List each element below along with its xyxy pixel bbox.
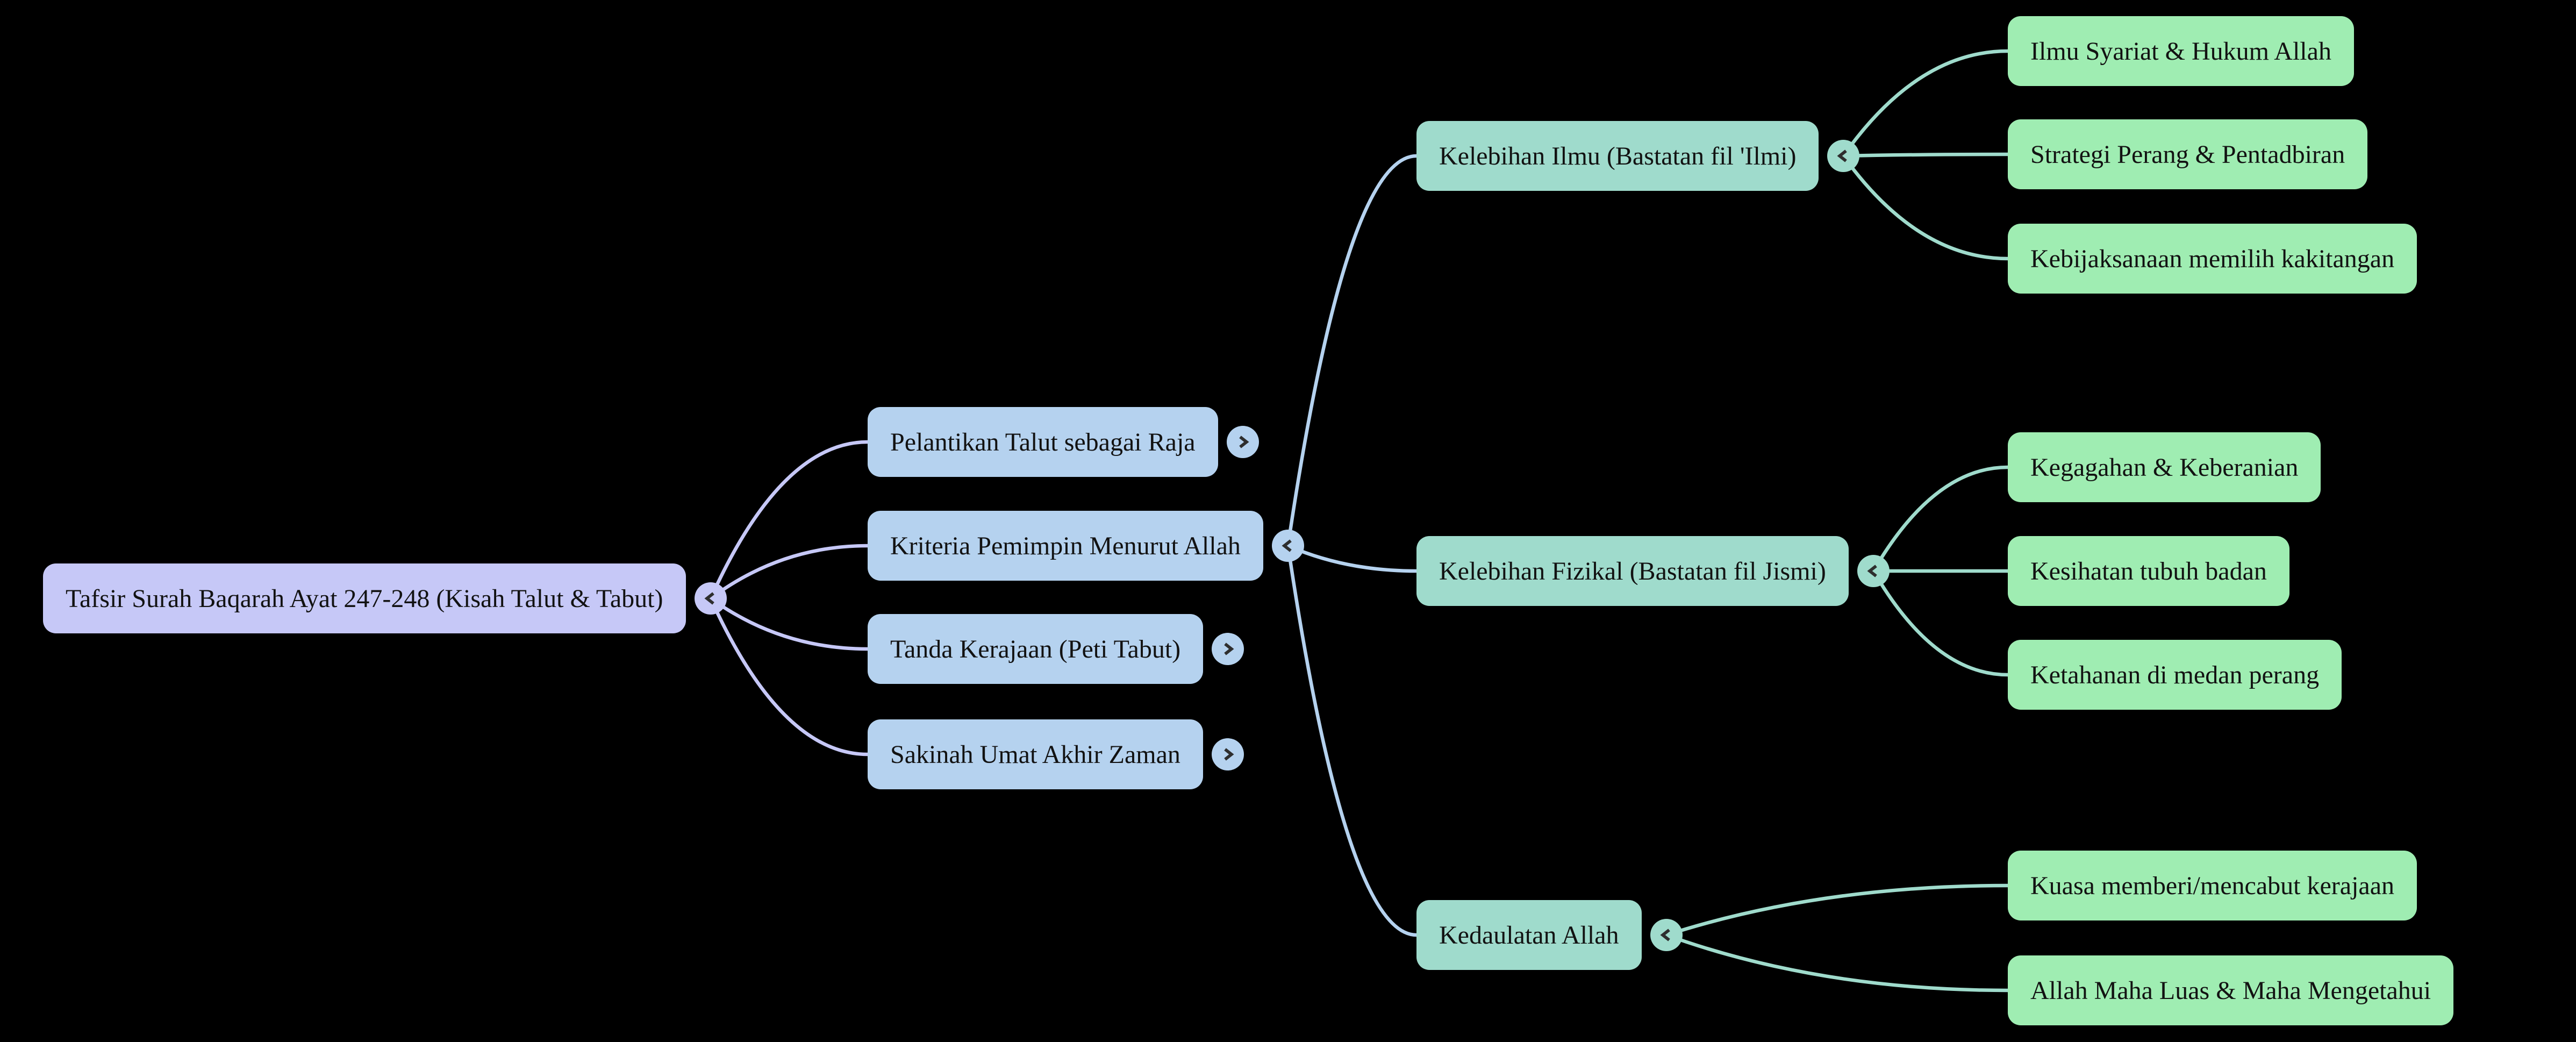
collapse-toggle-button[interactable] [1271, 530, 1304, 562]
link-kelebihan-fizikal-to-kegagahan-keberanian [1871, 465, 2010, 573]
node-ilmu-syariat[interactable]: Ilmu Syariat & Hukum Allah [2008, 16, 2354, 86]
link-kriteria-pemimpin-to-kedaulatan-allah [1286, 544, 1419, 937]
node-box-allah-maha-luas[interactable]: Allah Maha Luas & Maha Mengetahui [2008, 955, 2454, 1025]
node-label: Kebijaksanaan memilih kakitangan [2030, 244, 2395, 273]
node-label: Ketahanan di medan perang [2030, 660, 2320, 689]
link-kriteria-pemimpin-to-kelebihan-fizikal [1286, 544, 1419, 573]
node-kuasa-kerajaan[interactable]: Kuasa memberi/mencabut kerajaan [2008, 851, 2417, 920]
node-label: Allah Maha Luas & Maha Mengetahui [2030, 976, 2431, 1005]
node-sakinah-umat[interactable]: Sakinah Umat Akhir Zaman [868, 719, 1244, 789]
node-box-pelantikan-talut[interactable]: Pelantikan Talut sebagai Raja [868, 407, 1218, 477]
node-kriteria-pemimpin[interactable]: Kriteria Pemimpin Menurut Allah [868, 511, 1304, 581]
node-box-ketahanan-medan[interactable]: Ketahanan di medan perang [2008, 640, 2342, 710]
node-kegagahan-keberanian[interactable]: Kegagahan & Keberanian [2008, 432, 2321, 502]
collapse-toggle-button[interactable] [1857, 555, 1890, 587]
node-kelebihan-ilmu[interactable]: Kelebihan Ilmu (Bastatan fil 'Ilmi) [1416, 121, 1860, 191]
node-kedaulatan-allah[interactable]: Kedaulatan Allah [1416, 900, 1683, 970]
chevron-left-icon [1867, 565, 1877, 577]
node-label: Strategi Perang & Pentadbiran [2030, 140, 2345, 169]
node-label: Kegagahan & Keberanian [2030, 453, 2299, 482]
collapse-toggle-button[interactable] [1827, 140, 1860, 172]
node-box-root[interactable]: Tafsir Surah Baqarah Ayat 247-248 (Kisah… [43, 563, 686, 633]
link-root-to-pelantikan-talut [709, 440, 870, 601]
node-label: Kriteria Pemimpin Menurut Allah [890, 531, 1241, 560]
node-box-kebijaksanaan-kakitangan[interactable]: Kebijaksanaan memilih kakitangan [2008, 224, 2417, 294]
node-label: Tafsir Surah Baqarah Ayat 247-248 (Kisah… [66, 584, 663, 613]
chevron-left-icon [704, 592, 714, 605]
node-allah-maha-luas[interactable]: Allah Maha Luas & Maha Mengetahui [2008, 955, 2454, 1025]
node-tanda-kerajaan[interactable]: Tanda Kerajaan (Peti Tabut) [868, 614, 1244, 684]
expand-toggle-button[interactable] [1212, 633, 1244, 665]
link-kelebihan-ilmu-to-strategi-perang [1841, 152, 2010, 158]
node-box-kegagahan-keberanian[interactable]: Kegagahan & Keberanian [2008, 432, 2321, 502]
node-root[interactable]: Tafsir Surah Baqarah Ayat 247-248 (Kisah… [43, 563, 727, 633]
node-kelebihan-fizikal[interactable]: Kelebihan Fizikal (Bastatan fil Jismi) [1416, 536, 1890, 606]
node-box-ilmu-syariat[interactable]: Ilmu Syariat & Hukum Allah [2008, 16, 2354, 86]
node-kebijaksanaan-kakitangan[interactable]: Kebijaksanaan memilih kakitangan [2008, 224, 2417, 294]
node-label: Kuasa memberi/mencabut kerajaan [2030, 871, 2395, 900]
node-box-kuasa-kerajaan[interactable]: Kuasa memberi/mencabut kerajaan [2008, 851, 2417, 920]
chevron-right-icon [1224, 643, 1234, 655]
link-kelebihan-fizikal-to-ketahanan-medan [1871, 569, 2010, 677]
chevron-left-icon [1282, 539, 1292, 552]
collapse-toggle-button[interactable] [1650, 919, 1683, 951]
chevron-right-icon [1239, 436, 1249, 448]
link-root-to-kriteria-pemimpin [709, 544, 870, 601]
node-box-kelebihan-fizikal[interactable]: Kelebihan Fizikal (Bastatan fil Jismi) [1416, 536, 1849, 606]
node-label: Ilmu Syariat & Hukum Allah [2030, 37, 2331, 66]
node-label: Pelantikan Talut sebagai Raja [890, 427, 1196, 456]
link-kedaulatan-allah-to-allah-maha-luas [1664, 933, 2010, 993]
chevron-left-icon [1660, 929, 1670, 941]
node-box-sakinah-umat[interactable]: Sakinah Umat Akhir Zaman [868, 719, 1203, 789]
link-kelebihan-ilmu-to-ilmu-syariat [1841, 49, 2010, 158]
link-root-to-tanda-kerajaan [709, 596, 870, 651]
expand-toggle-button[interactable] [1226, 426, 1259, 458]
node-box-kriteria-pemimpin[interactable]: Kriteria Pemimpin Menurut Allah [868, 511, 1263, 581]
node-label: Kelebihan Fizikal (Bastatan fil Jismi) [1439, 556, 1826, 586]
node-label: Sakinah Umat Akhir Zaman [890, 740, 1180, 769]
link-root-to-sakinah-umat [709, 596, 870, 756]
node-box-strategi-perang[interactable]: Strategi Perang & Pentadbiran [2008, 119, 2368, 189]
node-box-tanda-kerajaan[interactable]: Tanda Kerajaan (Peti Tabut) [868, 614, 1204, 684]
node-label: Tanda Kerajaan (Peti Tabut) [890, 634, 1181, 663]
node-label: Kesihatan tubuh badan [2030, 556, 2267, 586]
chevron-right-icon [1224, 748, 1234, 761]
node-label: Kedaulatan Allah [1439, 920, 1619, 950]
chevron-left-icon [1837, 149, 1848, 162]
collapse-toggle-button[interactable] [694, 582, 727, 615]
node-ketahanan-medan[interactable]: Ketahanan di medan perang [2008, 640, 2342, 710]
node-pelantikan-talut[interactable]: Pelantikan Talut sebagai Raja [868, 407, 1259, 477]
link-kriteria-pemimpin-to-kelebihan-ilmu [1286, 154, 1419, 548]
node-strategi-perang[interactable]: Strategi Perang & Pentadbiran [2008, 119, 2368, 189]
node-box-kesihatan-tubuh[interactable]: Kesihatan tubuh badan [2008, 536, 2289, 606]
link-kelebihan-ilmu-to-kebijaksanaan-kakitangan [1841, 154, 2010, 261]
node-box-kelebihan-ilmu[interactable]: Kelebihan Ilmu (Bastatan fil 'Ilmi) [1416, 121, 1819, 191]
node-kesihatan-tubuh[interactable]: Kesihatan tubuh badan [2008, 536, 2289, 606]
link-kedaulatan-allah-to-kuasa-kerajaan [1664, 883, 2010, 937]
node-box-kedaulatan-allah[interactable]: Kedaulatan Allah [1416, 900, 1642, 970]
expand-toggle-button[interactable] [1211, 738, 1244, 770]
node-label: Kelebihan Ilmu (Bastatan fil 'Ilmi) [1439, 141, 1797, 170]
